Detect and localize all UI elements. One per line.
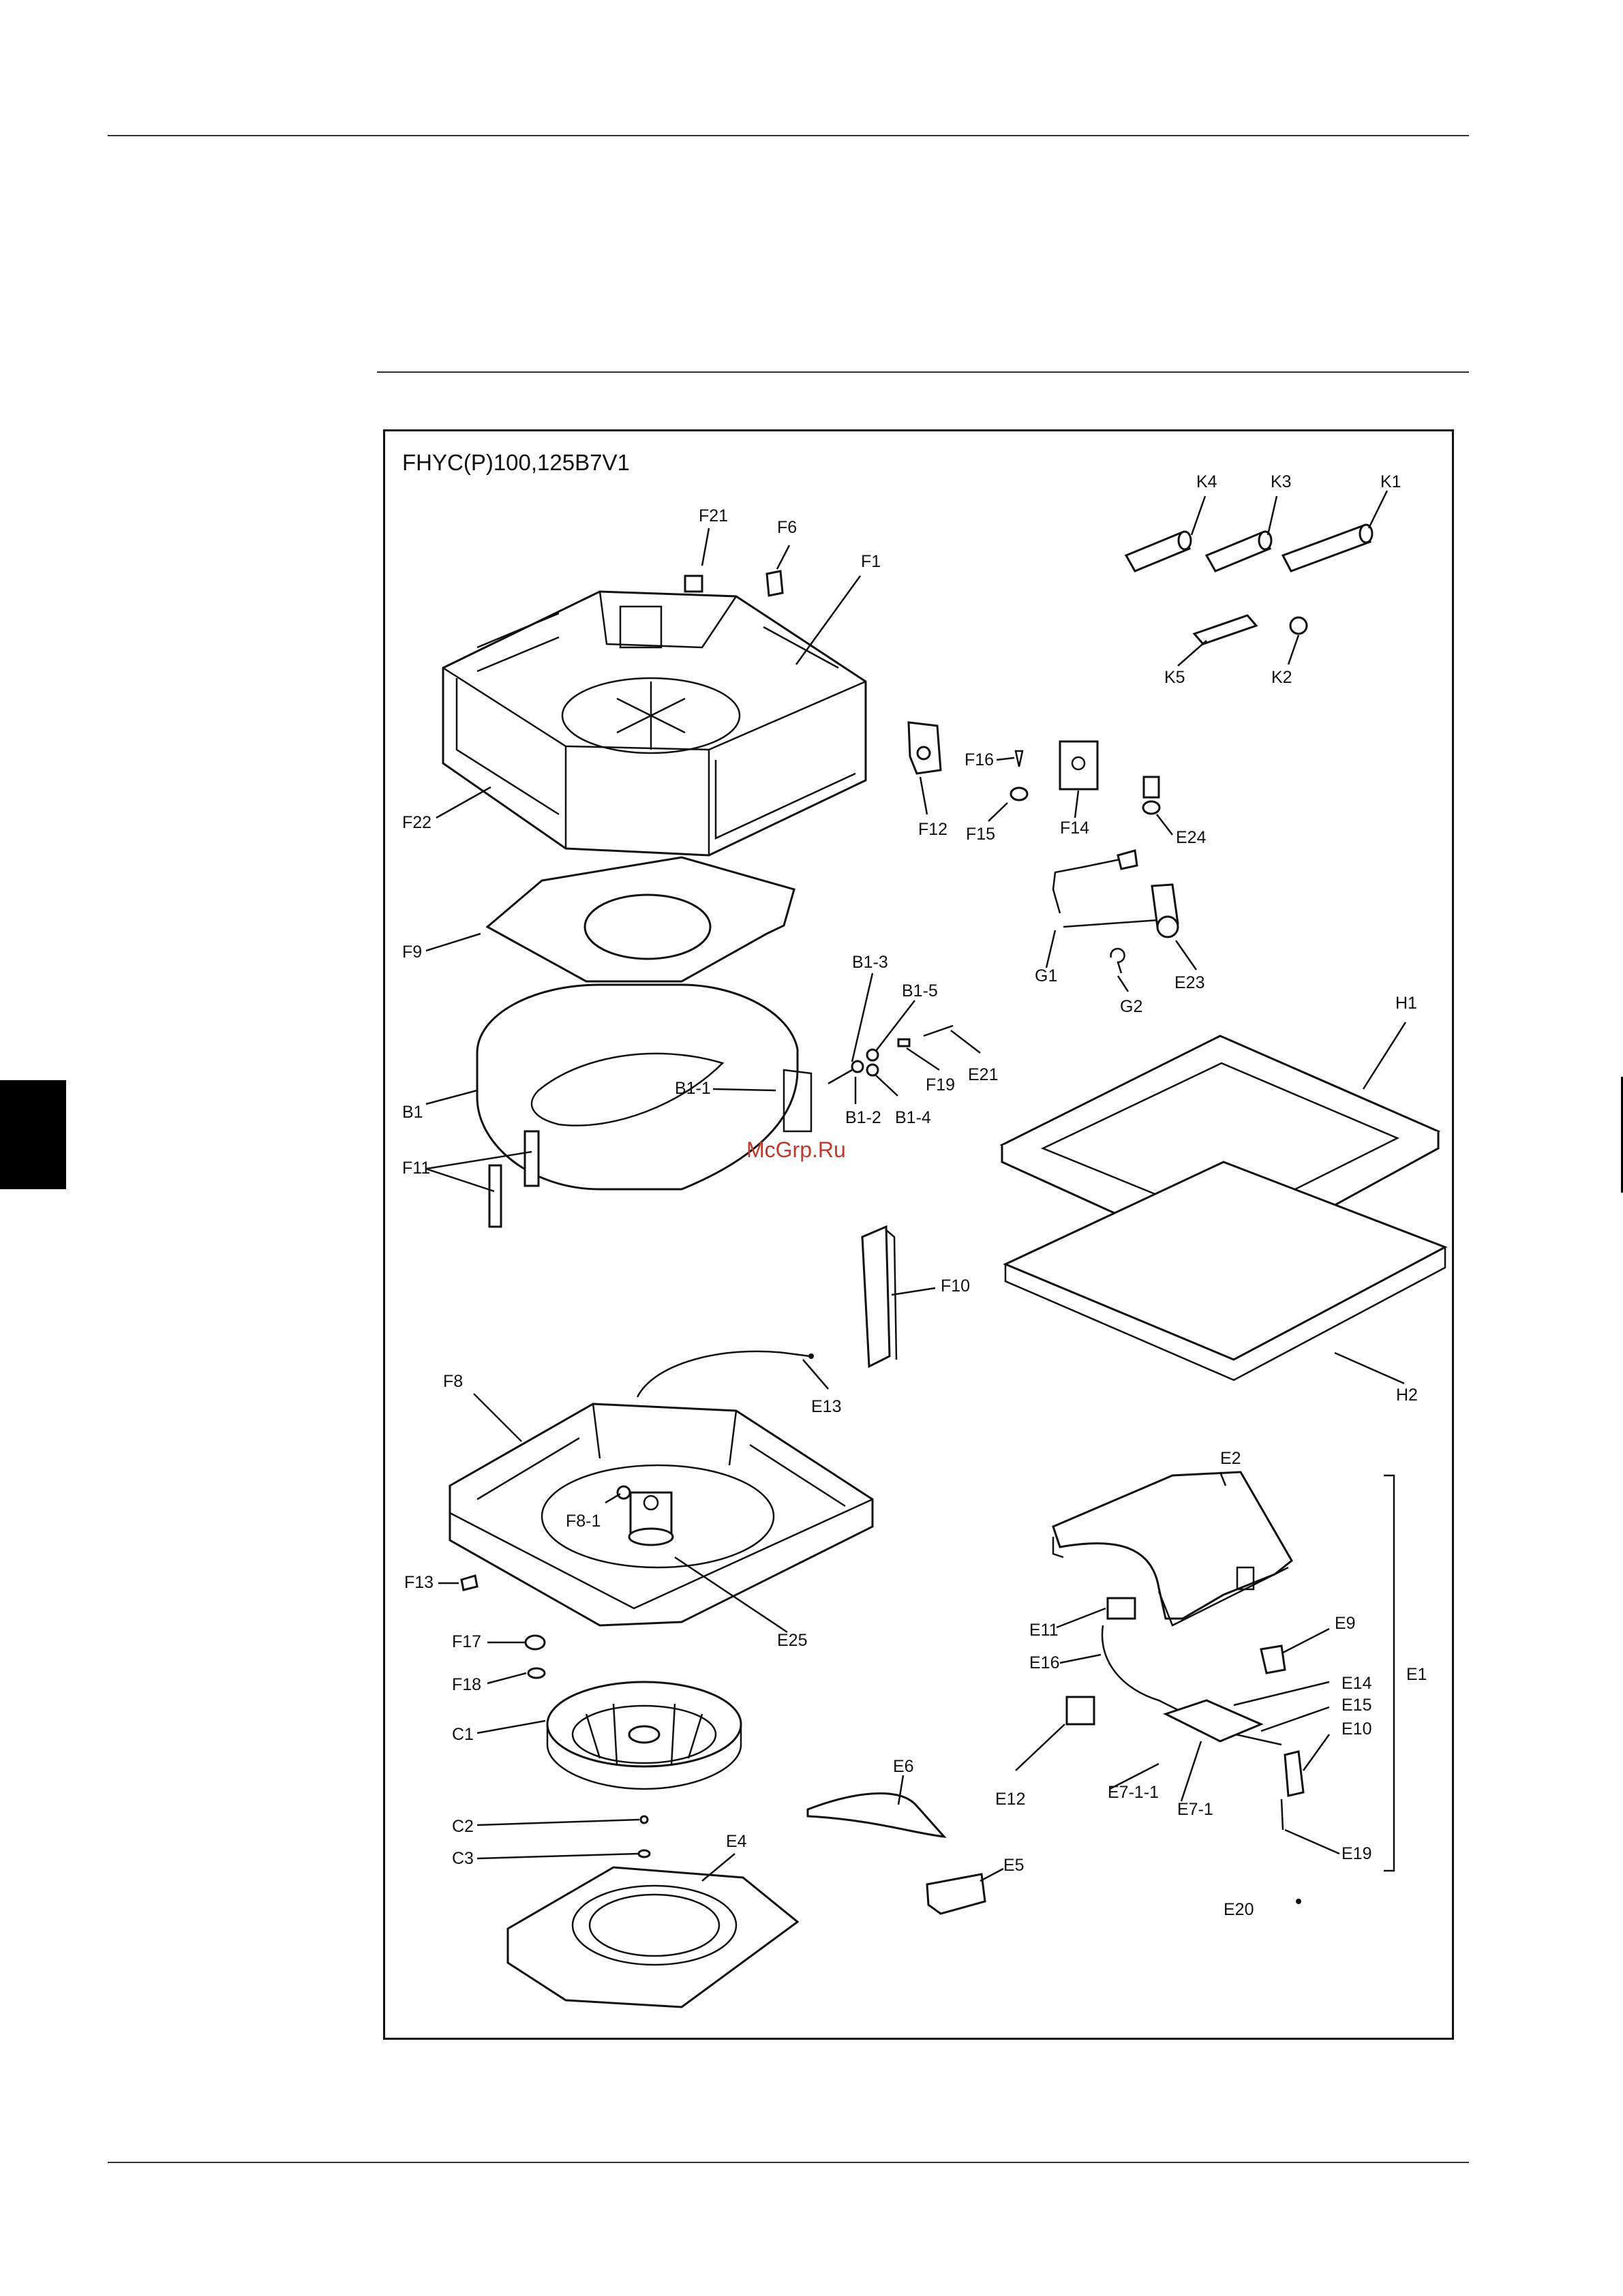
label-f15: F15	[966, 825, 995, 844]
part-f6	[767, 571, 783, 596]
control-box-e2	[1053, 1472, 1292, 1625]
label-e10: E10	[1341, 1719, 1371, 1739]
part-c3	[639, 1850, 650, 1857]
label-e15: E15	[1341, 1696, 1371, 1715]
label-b1: B1	[402, 1103, 423, 1122]
part-c2	[641, 1816, 648, 1823]
label-f9: F9	[402, 943, 422, 962]
label-k4: K4	[1196, 472, 1217, 491]
insulation-f9	[487, 857, 794, 981]
label-e6: E6	[893, 1757, 914, 1776]
label-e20: E20	[1224, 1900, 1254, 1919]
part-b1-2	[828, 1070, 852, 1084]
label-f10: F10	[941, 1276, 970, 1296]
part-f8-1	[618, 1486, 630, 1499]
label-e14: E14	[1341, 1674, 1372, 1693]
label-b1-2: B1-2	[845, 1108, 881, 1127]
label-k2: K2	[1271, 668, 1292, 687]
label-f22: F22	[402, 813, 431, 832]
label-e25: E25	[777, 1631, 807, 1650]
label-f8: F8	[443, 1372, 463, 1391]
label-e5: E5	[1003, 1856, 1025, 1875]
e1-bracket	[1384, 1475, 1394, 1871]
label-f11: F11	[402, 1159, 430, 1178]
part-f17	[526, 1636, 545, 1649]
part-e21	[924, 1026, 953, 1036]
part-e20	[1296, 1899, 1301, 1904]
part-b1-4	[867, 1065, 878, 1075]
part-e10	[1285, 1751, 1303, 1796]
label-b1-1: B1-1	[675, 1079, 711, 1098]
label-k3: K3	[1271, 472, 1292, 491]
label-e11: E11	[1029, 1621, 1059, 1640]
part-f13	[461, 1576, 477, 1590]
label-f17: F17	[452, 1632, 481, 1651]
panel-h2	[1005, 1162, 1445, 1380]
label-e23: E23	[1174, 973, 1204, 992]
part-e5	[927, 1874, 985, 1914]
label-e7-1-1: E7-1-1	[1108, 1783, 1159, 1802]
label-e13: E13	[811, 1397, 841, 1416]
part-k5	[1194, 615, 1256, 644]
part-f10	[862, 1227, 890, 1366]
part-e11	[1108, 1598, 1135, 1619]
label-h1: H1	[1395, 994, 1417, 1013]
label-f8-1: F8-1	[566, 1512, 601, 1531]
label-e21: E21	[968, 1065, 998, 1084]
part-f18	[528, 1668, 545, 1678]
part-e9	[1261, 1646, 1285, 1673]
motor-e25	[629, 1493, 673, 1545]
casing-f1	[443, 592, 866, 855]
label-b1-5: B1-5	[902, 981, 938, 1000]
label-f12: F12	[918, 820, 947, 839]
pipes-k	[1126, 525, 1372, 644]
label-f13: F13	[404, 1573, 434, 1592]
label-g1: G1	[1035, 966, 1057, 985]
part-f11-b	[489, 1165, 501, 1227]
watermark: McGrp.Ru	[746, 1137, 846, 1162]
label-f16: F16	[965, 750, 994, 769]
diagram-title: FHYC(P)100,125B7V1	[402, 450, 630, 475]
label-e7-1: E7-1	[1177, 1800, 1213, 1819]
part-b1-3	[852, 1061, 863, 1072]
label-f21: F21	[699, 506, 728, 525]
label-c3: C3	[452, 1849, 474, 1868]
part-f11-a	[525, 1131, 539, 1186]
label-f18: F18	[452, 1675, 481, 1694]
bell-mouth-e4	[508, 1867, 798, 2007]
label-e16: E16	[1029, 1653, 1059, 1672]
label-c1: C1	[452, 1725, 474, 1744]
label-e2: E2	[1220, 1449, 1241, 1468]
label-c2: C2	[452, 1817, 474, 1836]
part-k2	[1290, 617, 1307, 634]
wire-e13	[637, 1351, 810, 1397]
pcb-e7-1	[1166, 1700, 1261, 1741]
label-e9: E9	[1335, 1614, 1356, 1633]
label-e12: E12	[995, 1790, 1025, 1809]
label-g2: G2	[1120, 997, 1142, 1016]
part-e6	[808, 1793, 944, 1837]
fan-c1	[547, 1682, 741, 1789]
label-e24: E24	[1176, 828, 1207, 847]
label-f14: F14	[1060, 818, 1089, 838]
part-e12	[1067, 1697, 1094, 1724]
label-f19: F19	[926, 1075, 955, 1095]
label-e1: E1	[1406, 1665, 1427, 1684]
part-e19	[1281, 1799, 1283, 1830]
label-h2: H2	[1396, 1386, 1418, 1405]
label-f6: F6	[777, 518, 797, 537]
drain-hose-g1	[1053, 851, 1178, 973]
label-k1: K1	[1380, 472, 1401, 491]
label-f1: F1	[861, 552, 881, 571]
small-parts-upper	[909, 722, 1159, 814]
label-e4: E4	[726, 1832, 747, 1851]
label-e19: E19	[1341, 1844, 1371, 1863]
part-f21	[685, 576, 702, 592]
label-b1-4: B1-4	[895, 1108, 931, 1127]
label-k5: K5	[1164, 668, 1185, 687]
label-b1-3: B1-3	[852, 953, 888, 972]
part-f19	[898, 1039, 909, 1046]
